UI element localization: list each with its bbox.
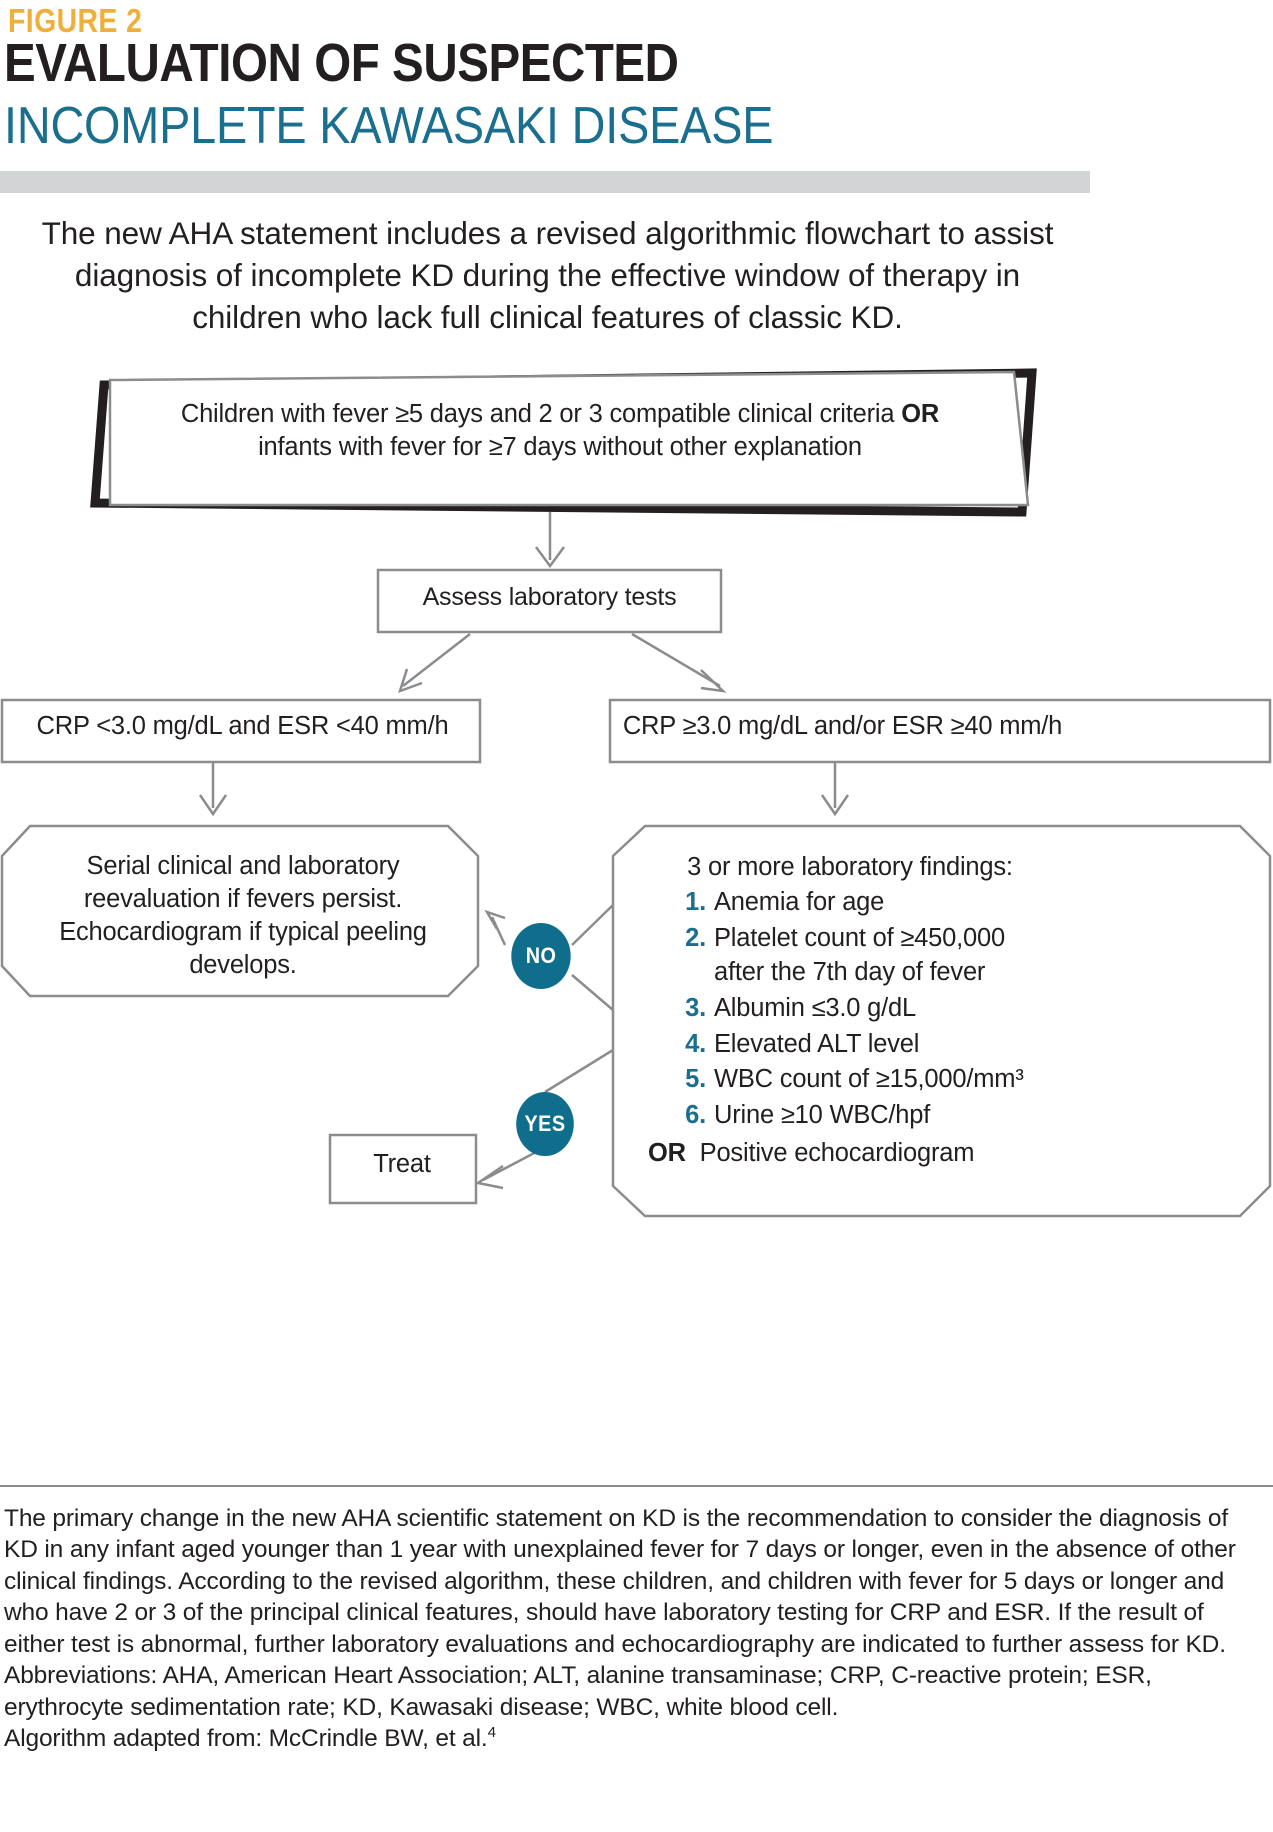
- arrowhead-banner-assess: [534, 546, 566, 569]
- list-item: 3. Albumin ≤3.0 g/dL: [672, 991, 1060, 1026]
- connector-no: [490, 916, 507, 946]
- caption-source-text: Algorithm adapted from: McCrindle BW, et…: [4, 1725, 488, 1753]
- list-item: 2. Platelet count of ≥450,000 after the 7…: [672, 921, 1060, 990]
- arrowhead-yes: [474, 1164, 504, 1190]
- list-item-number: 1.: [685, 888, 706, 916]
- list-item-text: Urine ≥10 WBC/hpf: [714, 1101, 931, 1130]
- list-item: 6. Urine ≥10 WBC/hpf: [672, 1098, 1060, 1133]
- findings-or-text: Positive echocardiogram: [699, 1138, 975, 1167]
- caption-abbreviations: Abbreviations: AHA, American Heart Assoc…: [4, 1662, 1152, 1721]
- crp-left-box: [0, 698, 482, 764]
- branch-right-label: CRP ≥3.0 mg/dL and/or ESR ≥40 mm/h: [622, 712, 1063, 740]
- arrowhead-right-findings: [820, 794, 850, 817]
- treat-node-label: Treat: [373, 1150, 431, 1178]
- list-item-text: Anemia for age: [714, 888, 885, 916]
- list-item-text: Albumin ≤3.0 g/dL: [714, 994, 916, 1023]
- connector-assess-right: [631, 632, 721, 688]
- findings-items: 1. Anemia for age 2. Platelet count of ≥45…: [672, 885, 1060, 1133]
- arrowhead-no: [484, 909, 506, 930]
- list-item-text: WBC count of ≥15,000/mm³: [714, 1065, 1024, 1094]
- list-item-text: Platelet count of ≥450,000 after the 7th…: [714, 923, 1005, 987]
- crp-right-box: [608, 698, 1272, 764]
- findings-or-label: OR: [648, 1138, 686, 1167]
- banner-line1-a: Children with fever ≥5 days and 2 or 3 c…: [180, 400, 902, 428]
- list-item: 4. Elevated ALT level: [672, 1027, 1060, 1062]
- figure-caption: The primary change in the new AHA scient…: [4, 1503, 1262, 1755]
- findings-list: 3 or more laboratory findings: 1. Anemia …: [640, 853, 1060, 1168]
- branch-left-label: CRP <3.0 mg/dL and ESR <40 mm/h: [36, 712, 449, 740]
- connector-yes: [482, 1148, 541, 1182]
- list-item: 5. WBC count of ≥15,000/mm³: [672, 1062, 1060, 1097]
- list-item-number: 4.: [685, 1029, 706, 1058]
- decision-badge-yes: YES: [516, 1092, 574, 1156]
- list-item-number: 2.: [685, 923, 706, 952]
- findings-octagon: [611, 824, 1272, 1218]
- figure-title-line-2: INCOMPLETE KAWASAKI DISEASE: [4, 97, 774, 155]
- decision-badge-no: NO: [511, 923, 571, 989]
- caption-source: Algorithm adapted from: McCrindle BW, et…: [4, 1723, 1262, 1755]
- list-item-number: 6.: [685, 1101, 706, 1130]
- assess-box: [376, 568, 723, 634]
- banner-line1-or: OR: [901, 400, 940, 428]
- findings-heading: 3 or more laboratory findings:: [687, 853, 1013, 881]
- figure-title-line-1: EVALUATION OF SUSPECTED: [4, 33, 679, 93]
- caption-divider: [0, 1485, 1273, 1487]
- connector-assess-left: [402, 633, 471, 687]
- serial-evaluation-octagon: [0, 824, 480, 998]
- arrowhead-assess-left: [398, 668, 423, 694]
- list-item-number: 3.: [685, 994, 706, 1023]
- treat-box: [328, 1133, 478, 1205]
- connector-no-source: [571, 904, 614, 946]
- header-grey-bar: [0, 171, 1090, 193]
- lead-paragraph: The new AHA statement includes a revised…: [41, 215, 1054, 336]
- connector-yes-source: [544, 1048, 614, 1094]
- list-item-number: 5.: [685, 1065, 706, 1094]
- banner-line2: infants with fever for ≥7 days without o…: [258, 433, 862, 462]
- connector-no-source-2: [571, 974, 614, 1011]
- list-item-text: Elevated ALT level: [714, 1029, 920, 1058]
- caption-source-reference: 4: [487, 1724, 496, 1742]
- figure-label: FIGURE 2: [8, 2, 143, 39]
- assess-node-label: Assess laboratory tests: [422, 583, 677, 611]
- serial-evaluation-label: Serial clinical and laboratory reevaluat…: [59, 852, 427, 980]
- banner-shape: [108, 370, 1030, 507]
- arrowhead-assess-right: [700, 669, 727, 693]
- findings-or-line: OR Positive echocardiogram: [648, 1139, 1060, 1168]
- banner-node-text: Children with fever ≥5 days and 2 or 3 c…: [120, 398, 1000, 464]
- list-item: 1. Anemia for age: [672, 885, 1060, 920]
- caption-paragraph-1: The primary change in the new AHA scient…: [4, 1505, 1236, 1658]
- arrowhead-left-serial: [198, 794, 228, 817]
